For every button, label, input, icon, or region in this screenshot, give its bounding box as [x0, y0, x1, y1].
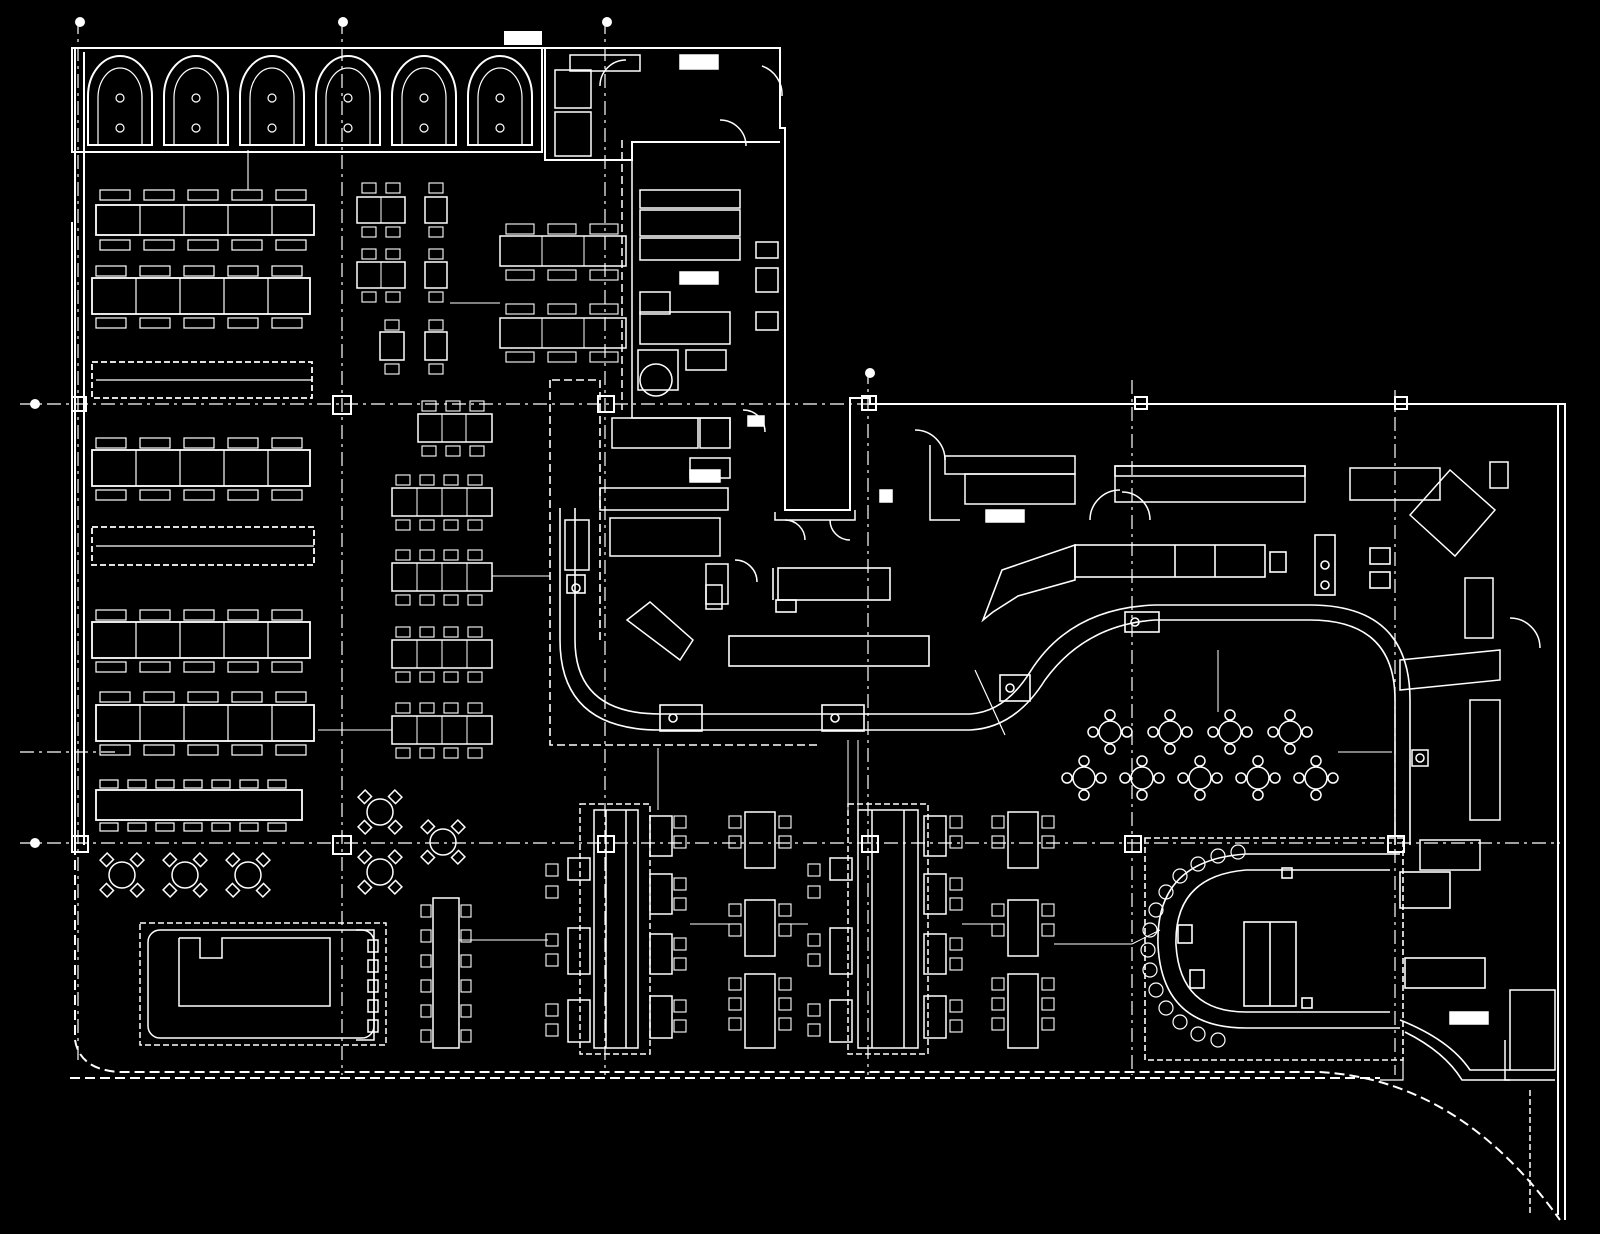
grid-bubbles	[30, 17, 875, 848]
grid-bubble	[75, 17, 85, 27]
grid-lines	[20, 20, 1560, 1075]
dining-center-tables	[247, 150, 627, 759]
round-table-lounge	[1061, 650, 1392, 801]
patio-south	[99, 789, 548, 1049]
booth-arcade-north	[71, 31, 543, 153]
grid-bubble	[602, 17, 612, 27]
grid-bubble	[865, 368, 875, 378]
dining-west-long-tables	[91, 189, 315, 832]
grid-bubble	[30, 399, 40, 409]
south-dining-tables	[545, 740, 1132, 1055]
curved-bar	[1131, 837, 1510, 1081]
grid-bubble	[338, 17, 348, 27]
exterior-walls	[70, 47, 1566, 1221]
service-area-east	[879, 429, 1556, 1215]
grid-bubble	[30, 838, 40, 848]
kitchen-back-of-house	[544, 48, 856, 662]
serving-corridor-counter	[549, 379, 1411, 845]
